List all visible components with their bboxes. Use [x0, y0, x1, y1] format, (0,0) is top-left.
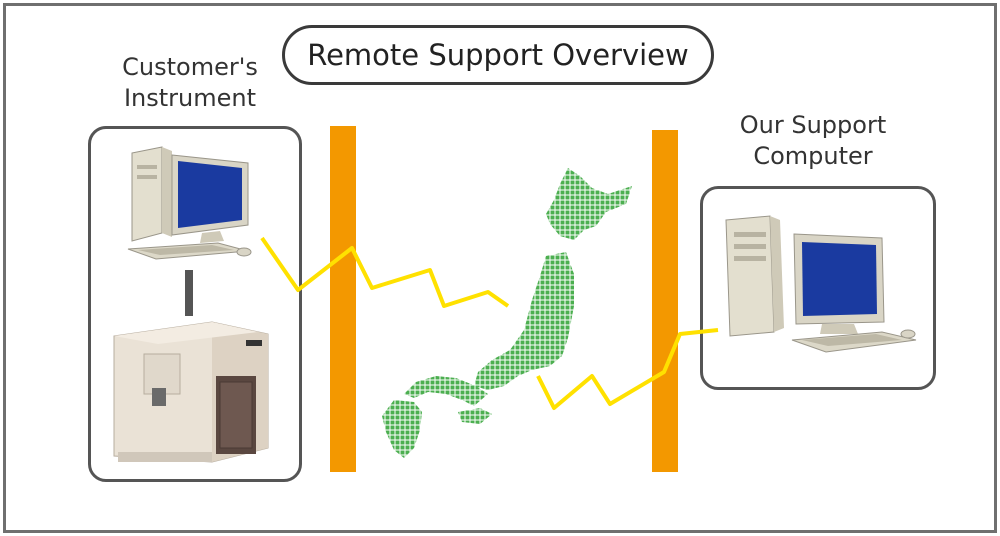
laboratory-instrument-icon: [113, 321, 269, 463]
customer-label-line1: Customer's: [122, 53, 258, 81]
diagram-title: Remote Support Overview: [282, 25, 714, 85]
customer-label: Customer's Instrument: [100, 52, 280, 114]
signal-line-support: [536, 328, 719, 410]
support-label-line2: Computer: [753, 142, 873, 170]
customer-label-line2: Instrument: [123, 84, 257, 112]
support-label: Our Support Computer: [718, 110, 908, 172]
firewall-left: [330, 126, 356, 472]
support-label-line1: Our Support: [739, 111, 887, 139]
connection-cable: [185, 270, 193, 316]
desktop-computer-icon: [725, 215, 917, 353]
firewall-right: [652, 130, 678, 472]
desktop-computer-icon: [127, 146, 252, 260]
signal-line-customer: [260, 236, 510, 308]
diagram-frame: [3, 3, 997, 533]
japan-map-icon: [382, 168, 632, 458]
diagram-title-text: Remote Support Overview: [307, 38, 689, 72]
